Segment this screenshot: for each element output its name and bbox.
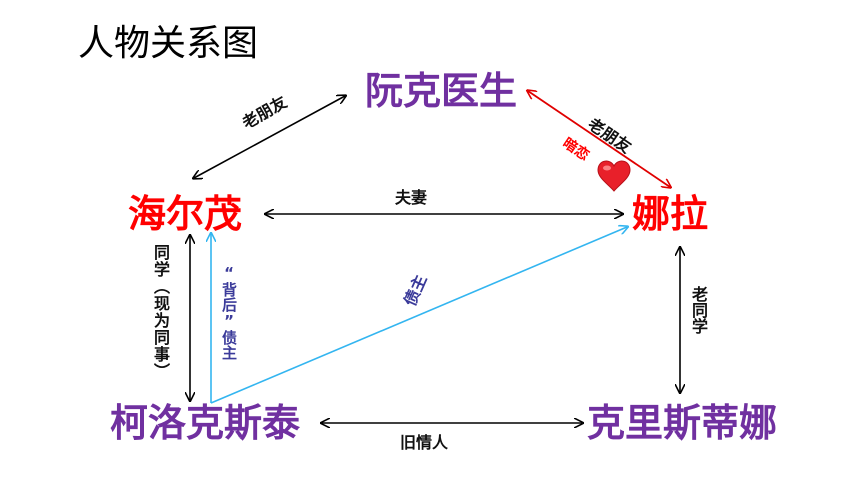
heart-icon	[597, 160, 631, 192]
relation-label-nora-kristine: 老同学	[689, 286, 708, 334]
relation-label-krogstad-kristine: 旧情人	[400, 433, 449, 452]
arrow-rank-nora	[528, 91, 670, 187]
relation-label-helmer-krogstad: 同学（现为同事）	[151, 244, 170, 380]
character-rank: 阮克医生	[365, 69, 518, 113]
character-helmer: 海尔茂	[128, 192, 243, 236]
relation-label-krogstad-helmer-hidden: “背后”债主	[220, 264, 238, 360]
character-nora: 娜拉	[632, 192, 709, 236]
arrow-rank-helmer	[194, 96, 345, 178]
page-title: 人物关系图	[78, 23, 259, 64]
character-kristine: 克里斯蒂娜	[587, 401, 778, 445]
relation-label-helmer-nora: 夫妻	[395, 188, 428, 207]
character-krogstad: 柯洛克斯泰	[110, 401, 301, 445]
arrow-krogstad-nora-blue	[210, 227, 627, 404]
